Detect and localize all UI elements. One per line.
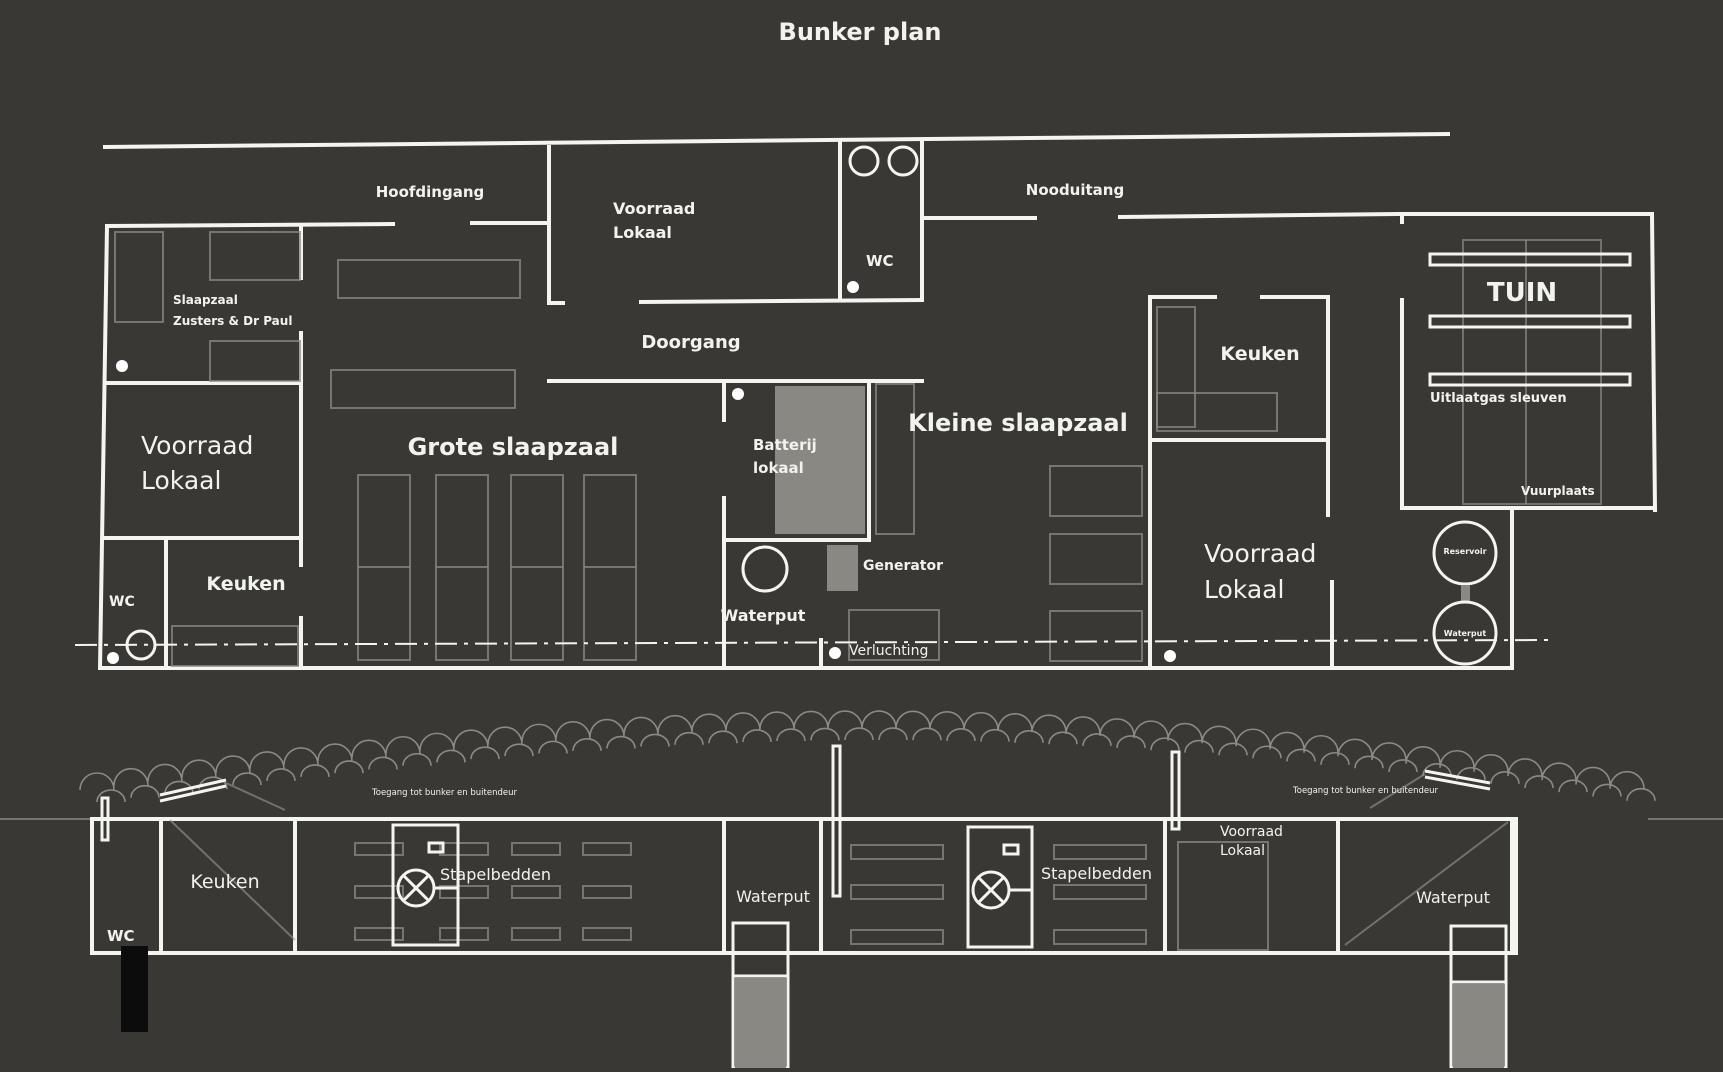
label-section-voorraad-1: Voorraad xyxy=(1220,824,1283,840)
label-section-keuken: Keuken xyxy=(190,871,259,893)
label-generator: Generator xyxy=(863,558,943,574)
label-keuken-right: Keuken xyxy=(1220,343,1299,365)
waterput-circle xyxy=(741,545,789,593)
generator-block xyxy=(827,545,858,591)
label-stapelbedden-1: Stapelbedden xyxy=(440,865,551,884)
label-slaapzaal-1: Slaapzaal xyxy=(173,293,238,307)
label-tuin: TUIN xyxy=(1487,278,1557,308)
reservoir-circle xyxy=(1432,520,1498,586)
toilet-icon xyxy=(848,145,880,177)
label-voorraad-right-2: Lokaal xyxy=(1204,575,1284,604)
label-voorraad-top-1: Voorraad xyxy=(613,199,695,218)
label-stapelbedden-2: Stapelbedden xyxy=(1041,864,1152,883)
label-hoofdingang: Hoofdingang xyxy=(376,183,485,201)
label-keuken-left: Keuken xyxy=(206,573,285,595)
label-grote-slaapzaal: Grote slaapzaal xyxy=(408,433,619,461)
label-waterput-small: Waterput xyxy=(1444,629,1487,638)
label-voorraad-right-1: Voorraad xyxy=(1204,539,1316,568)
floor-plan: Hoofdingang Voorraad Lokaal WC Nooduitan… xyxy=(74,131,1658,670)
label-uitlaatgas: Uitlaatgas sleuven xyxy=(1430,391,1567,406)
label-doorgang: Doorgang xyxy=(641,332,740,353)
label-section-waterput-1: Waterput xyxy=(736,887,810,906)
waterput-small-circle xyxy=(1432,600,1498,666)
label-toegang-left: Toegang tot bunker en buitendeur xyxy=(371,788,517,798)
label-vuurplaats: Vuurplaats xyxy=(1521,484,1595,498)
label-nooduitang: Nooduitang xyxy=(1026,181,1124,199)
label-toegang-right: Toegang tot bunker en buitendeur xyxy=(1292,786,1438,796)
label-reservoir: Reservoir xyxy=(1443,547,1486,556)
label-voorraad-left-1: Voorraad xyxy=(141,431,253,460)
label-waterput: Waterput xyxy=(721,606,806,625)
outer-wall-left xyxy=(97,221,1514,670)
label-voorraad-left-2: Lokaal xyxy=(141,466,221,495)
label-wc-top: WC xyxy=(866,252,894,270)
label-section-wc: WC xyxy=(107,927,135,945)
toilet-icon xyxy=(887,145,919,177)
label-batterij-1: Batterij xyxy=(753,436,817,454)
label-wc-left: WC xyxy=(109,594,135,610)
label-voorraad-top-2: Lokaal xyxy=(613,223,672,242)
label-slaapzaal-2: Zusters & Dr Paul xyxy=(173,314,292,328)
label-kleine-slaapzaal: Kleine slaapzaal xyxy=(908,409,1128,437)
diagram-title: Bunker plan xyxy=(779,18,942,46)
battery-block xyxy=(775,386,865,534)
label-verluchting: Verluchting xyxy=(849,643,928,659)
label-batterij-2: lokaal xyxy=(753,459,804,477)
label-section-waterput-2: Waterput xyxy=(1416,888,1490,907)
label-section-voorraad-2: Lokaal xyxy=(1220,843,1265,859)
cross-section: Toegang tot bunker en buitendeur Toegang… xyxy=(0,710,1723,1070)
